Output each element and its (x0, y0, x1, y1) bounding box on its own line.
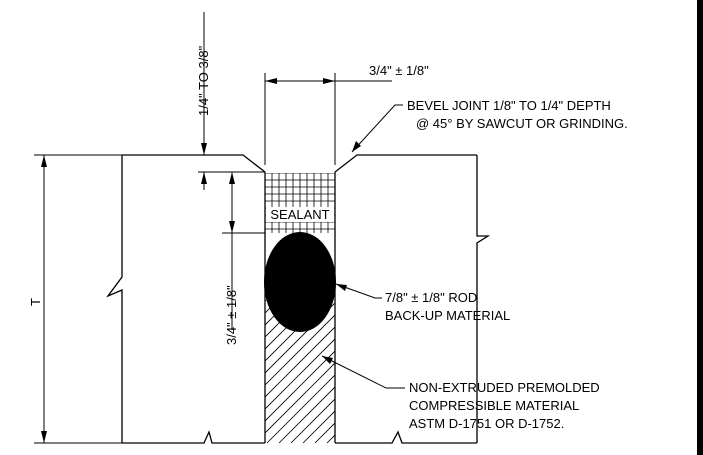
bevel-note-line1: BEVEL JOINT 1/8" TO 1/4" DEPTH (407, 98, 611, 113)
filler-note-line3: ASTM D-1751 OR D-1752. (409, 416, 564, 431)
sheet-border (697, 0, 703, 455)
sealant-label-bg (266, 207, 334, 222)
recess-dimension-label: 1/4" TO 3/8" (196, 45, 211, 116)
filler-note-line1: NON-EXTRUDED PREMOLDED (409, 380, 600, 395)
thickness-label: T (28, 298, 43, 306)
bevel-leader (351, 104, 403, 153)
sealant-label: SEALANT (270, 207, 329, 222)
left-slab-outline (106, 154, 266, 444)
width-dimension-label: 3/4" ± 1/8" (369, 63, 429, 78)
depth-dimension (222, 171, 265, 330)
filler-note-line2: COMPRESSIBLE MATERIAL (409, 398, 579, 413)
filler-leader (321, 355, 405, 389)
right-slab-outline (334, 154, 491, 444)
backer-rod (264, 232, 336, 332)
bevel-note-line2: @ 45° BY SAWCUT OR GRINDING. (416, 116, 628, 131)
depth-dimension-label: 3/4" ± 1/8" (224, 285, 239, 345)
thickness-dimension (34, 154, 122, 444)
rod-note-line2: BACK-UP MATERIAL (385, 308, 510, 323)
sealant-mesh (265, 173, 335, 233)
rod-leader (335, 283, 382, 299)
rod-note-line1: 7/8" ± 1/8" ROD (385, 290, 477, 305)
width-dimension (264, 73, 392, 165)
